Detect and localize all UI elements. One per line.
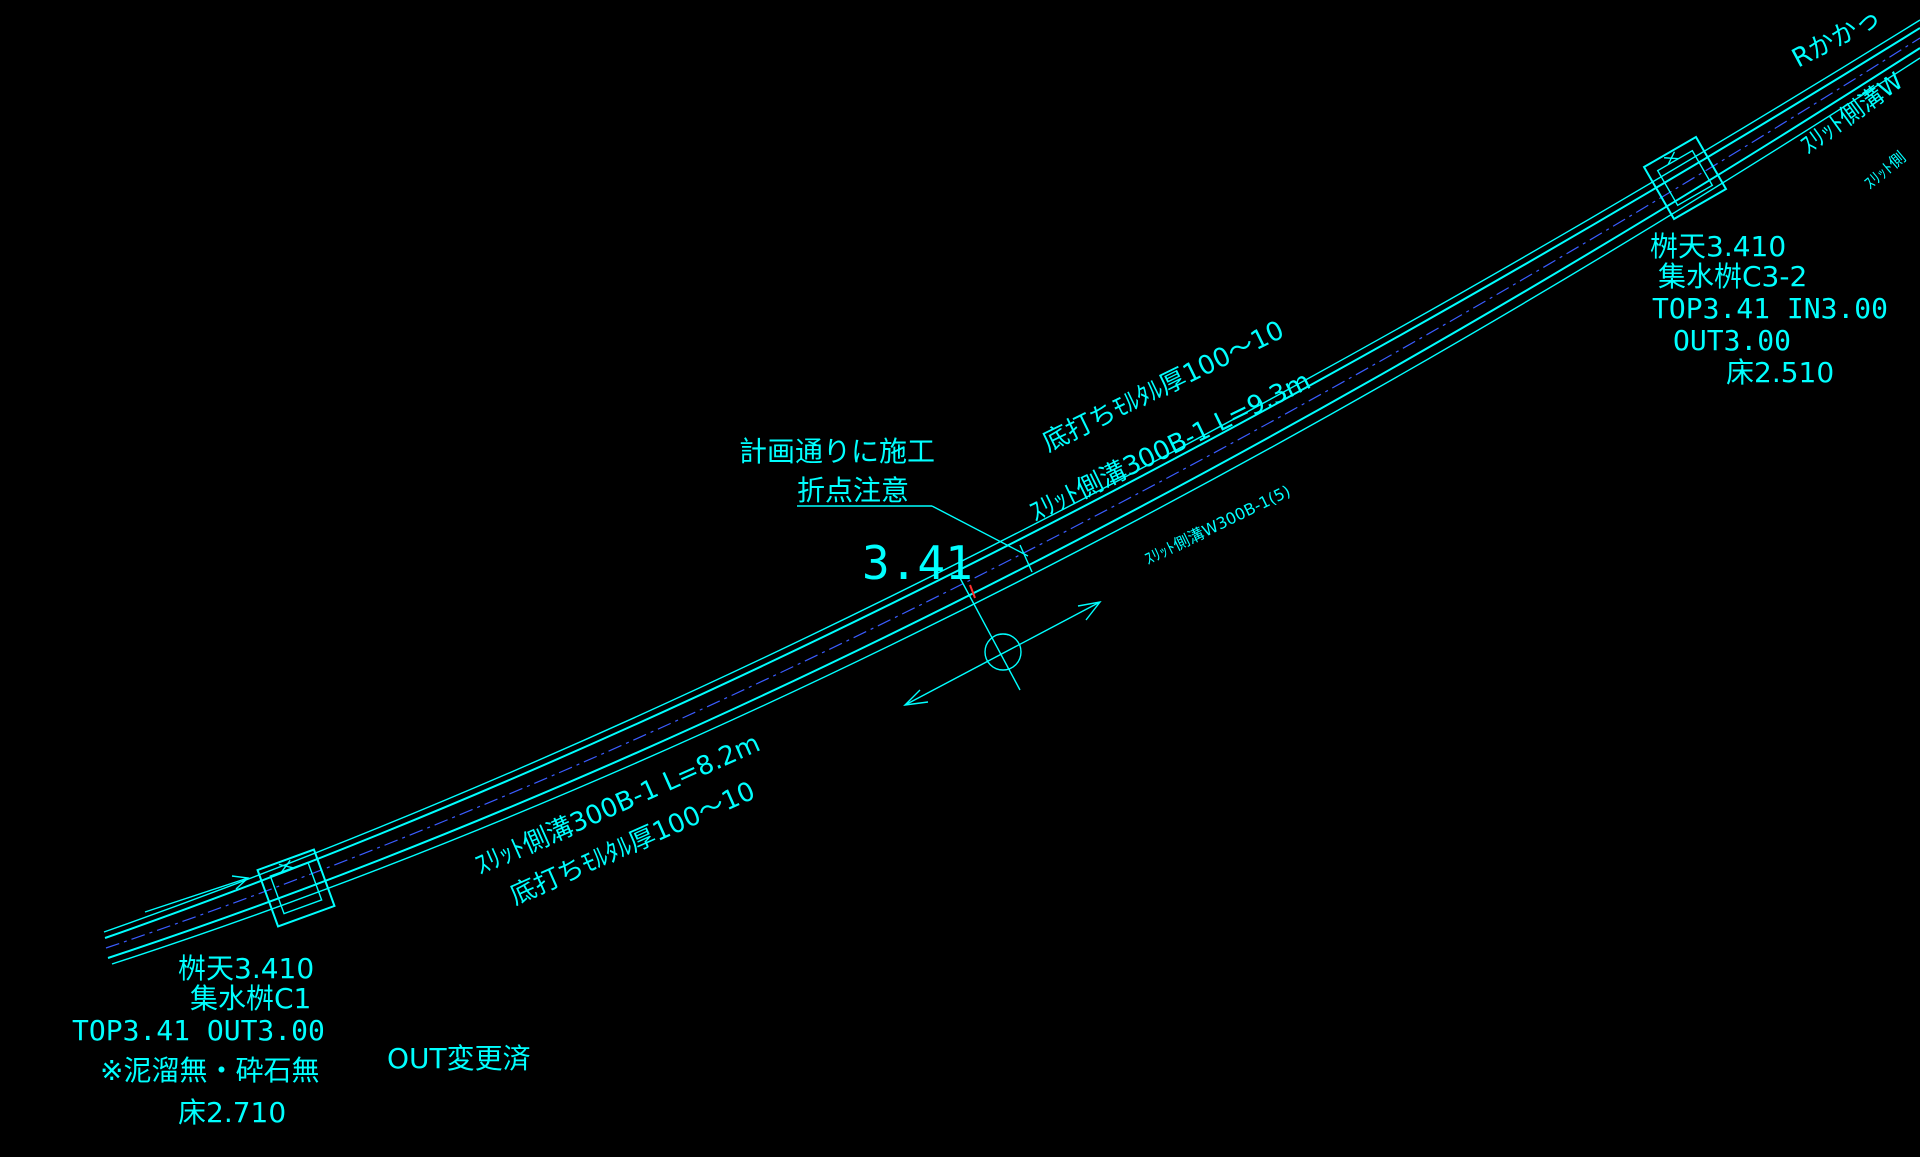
note-bend-caution: 折点注意 — [797, 474, 909, 507]
section-arrow[interactable] — [903, 600, 1102, 706]
note-as-planned: 計画通りに施工 — [739, 435, 935, 468]
svg-text:TOP3.41 OUT3.00: TOP3.41 OUT3.00 — [72, 1014, 325, 1047]
svg-text:桝天3.410: 桝天3.410 — [1650, 230, 1786, 263]
basin-c1-symbol[interactable] — [256, 848, 336, 928]
svg-text:※泥溜無・砕石無: ※泥溜無・砕石無 — [100, 1054, 319, 1087]
svg-text:TOP3.41 IN3.00: TOP3.41 IN3.00 — [1652, 292, 1888, 325]
basin-c3-2-text: 桝天3.410 集水桝C3-2 TOP3.41 IN3.00 OUT3.00 床… — [1650, 230, 1888, 389]
flow-direction-arrow — [144, 875, 250, 913]
svg-text:集水桝C1: 集水桝C1 — [190, 982, 311, 1015]
svg-text:桝天3.410: 桝天3.410 — [178, 952, 314, 985]
slit-drainage-channel[interactable] — [103, 19, 1920, 965]
elevation-label: 3.41 — [862, 536, 973, 590]
basin-c1-text: 桝天3.410 集水桝C1 TOP3.41 OUT3.00 ※泥溜無・砕石無 O… — [72, 952, 531, 1129]
svg-text:集水桝C3-2: 集水桝C3-2 — [1658, 260, 1807, 293]
basin-c3-2-symbol[interactable] — [1642, 135, 1728, 221]
construction-note: 計画通りに施工 折点注意 — [739, 435, 935, 507]
svg-text:床2.510: 床2.510 — [1726, 356, 1834, 389]
bend-point-markers — [959, 544, 1033, 691]
svg-text:床2.710: 床2.710 — [178, 1096, 286, 1129]
svg-text:OUT3.00: OUT3.00 — [1673, 324, 1791, 357]
out-changed-note: OUT変更済 — [387, 1042, 531, 1075]
note-leader-line — [797, 505, 1029, 557]
